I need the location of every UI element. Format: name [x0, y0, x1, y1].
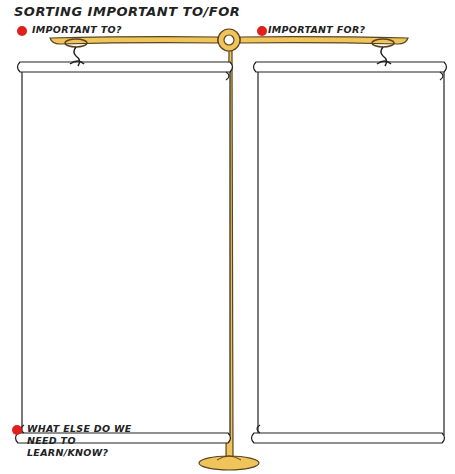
- hanger-ring: [372, 39, 394, 47]
- scroll-outline: [14, 22, 236, 447]
- scroll-banner: IMPORTANT FOR?: [250, 22, 450, 447]
- scroll-curl: [226, 72, 229, 80]
- scroll-top-roll: [254, 62, 447, 72]
- scroll-curl: [21, 425, 24, 433]
- scroll-outline: [250, 22, 450, 447]
- scroll-bottom-roll: [252, 433, 445, 443]
- scroll-body: [258, 70, 444, 435]
- scale-ring-hole: [224, 35, 234, 45]
- column-heading: IMPORTANT TO?: [32, 24, 122, 35]
- scroll-curl: [440, 72, 443, 80]
- scroll-banner: IMPORTANT TO?: [14, 22, 236, 447]
- scroll-body: [22, 70, 230, 435]
- bullet-dot: [257, 26, 267, 36]
- bullet-dot: [17, 26, 27, 36]
- scroll-top-roll: [18, 62, 233, 72]
- scroll-curl: [257, 425, 260, 433]
- scale-beam-right: [240, 37, 408, 44]
- scale-base: [199, 456, 259, 470]
- bullet-dot: [12, 425, 22, 435]
- column-heading: IMPORTANT FOR?: [268, 24, 365, 35]
- hanger-ring: [65, 39, 87, 47]
- diagram-title: SORTING IMPORTANT TO/FOR: [14, 4, 240, 19]
- scale-ring: [218, 29, 240, 51]
- prompt-note: WHAT ELSE DO WE NEED TO LEARN/KNOW?: [27, 423, 145, 459]
- scale-base-neck: [217, 456, 241, 460]
- scale-beam-left: [50, 37, 218, 44]
